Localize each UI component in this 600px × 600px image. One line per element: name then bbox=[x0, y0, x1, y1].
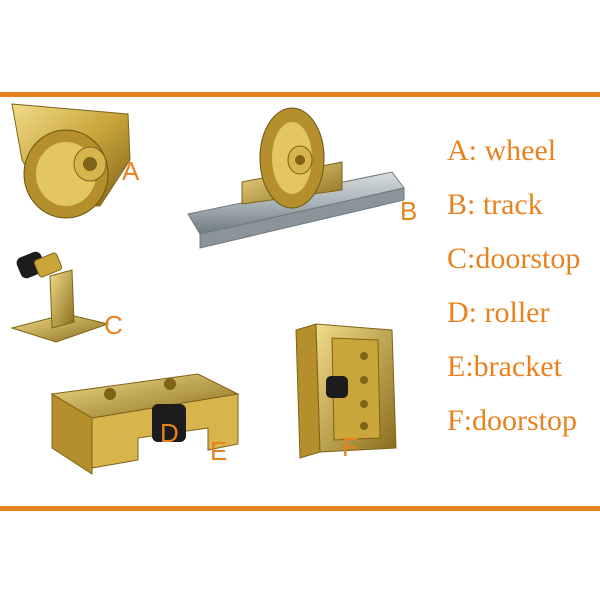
label-b: B bbox=[400, 196, 418, 226]
label-c: C bbox=[104, 310, 123, 340]
legend-item-doorstop-f: F:doorstop bbox=[447, 404, 578, 437]
legend-item-roller: D: roller bbox=[447, 296, 550, 329]
wheel-part-image bbox=[11, 103, 131, 219]
top-orange-rule bbox=[0, 92, 600, 97]
label-f: F bbox=[342, 432, 358, 462]
legend-item-doorstop-c: C:doorstop bbox=[447, 242, 581, 275]
bottom-orange-rule bbox=[0, 506, 600, 511]
bracket-part-image bbox=[50, 373, 240, 475]
legend-item-wheel: A: wheel bbox=[447, 134, 557, 167]
label-d: D bbox=[160, 418, 179, 448]
doorstop-c-part-image bbox=[10, 251, 110, 343]
doorstop-f-part-image bbox=[295, 323, 397, 459]
label-e: E bbox=[210, 436, 228, 466]
legend-item-bracket: E:bracket bbox=[447, 350, 562, 383]
legend-item-track: B: track bbox=[447, 188, 543, 221]
track-part-image bbox=[187, 107, 405, 249]
parts-legend: A: wheel B: track C:doorstop D: roller E… bbox=[447, 124, 597, 448]
label-a: A bbox=[122, 156, 140, 186]
